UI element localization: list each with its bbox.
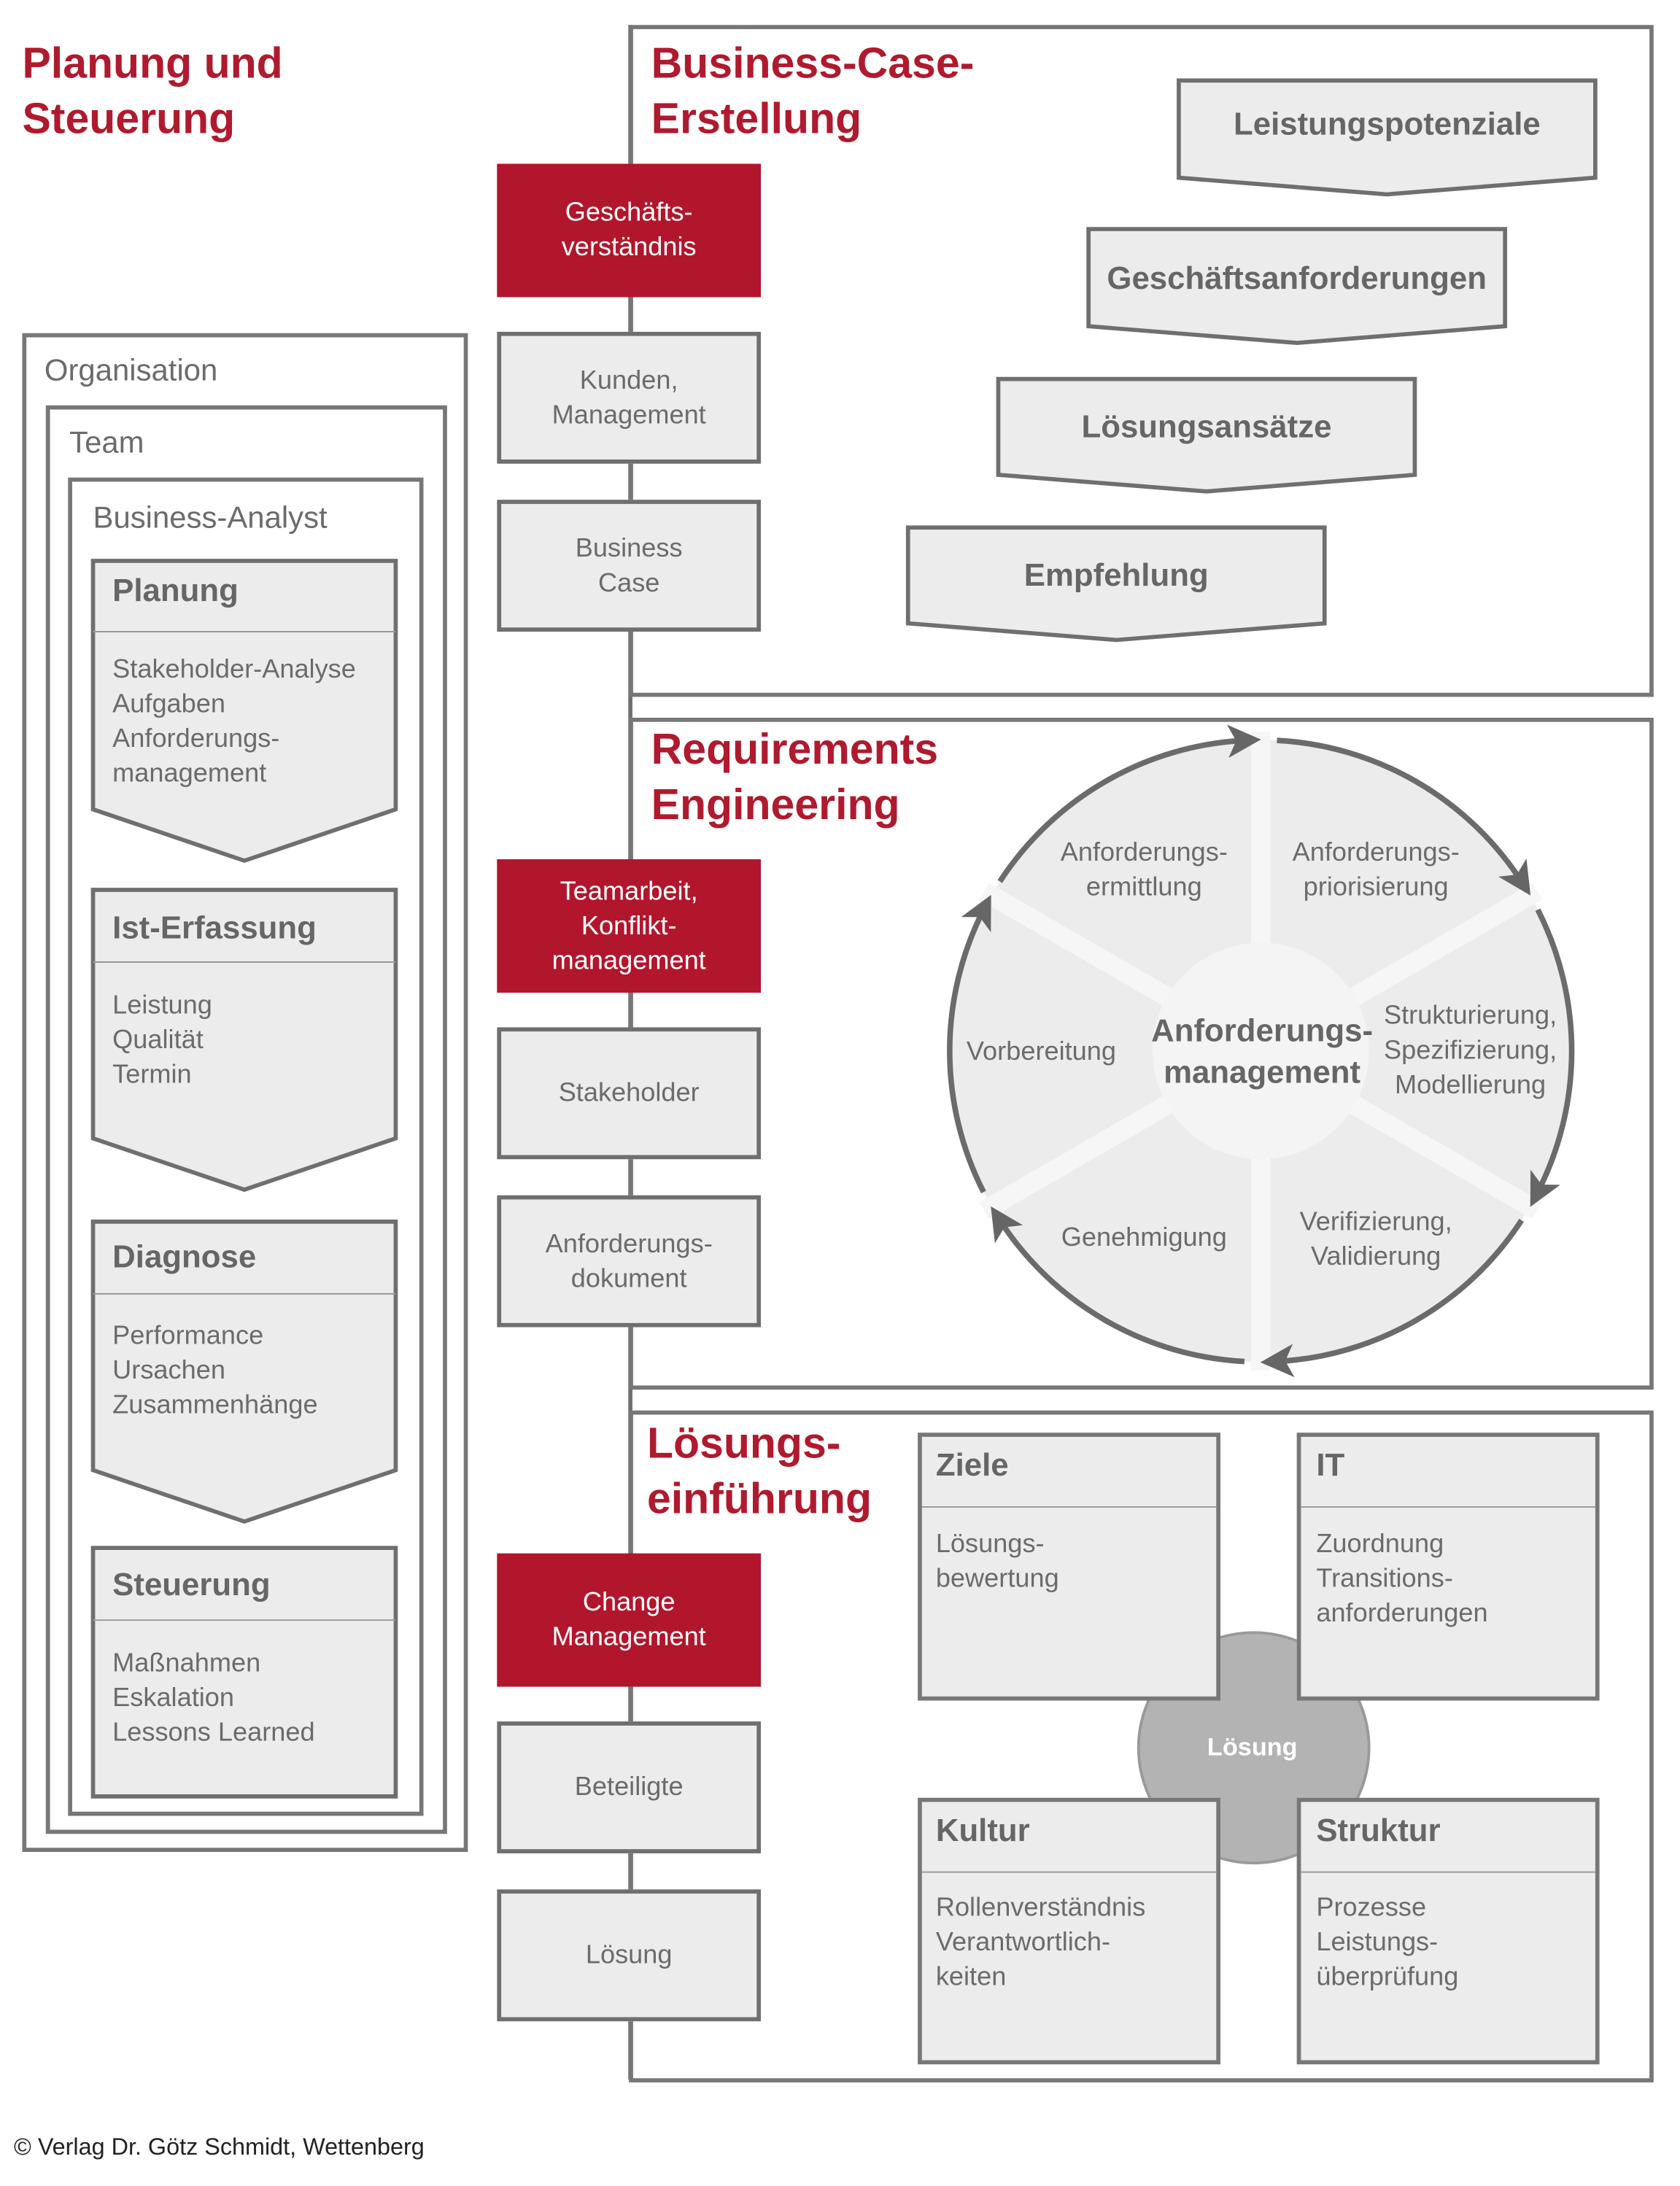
stage-card-planung — [90, 559, 398, 864]
quadrant-text: Lösungs- bewertung — [935, 1530, 1059, 1594]
bc-step: Lösungsansätze — [1081, 408, 1332, 445]
spine-item: Anforderungs- dokument — [497, 1195, 762, 1328]
quadrant-text: Prozesse Leistungs- überprüfung — [1316, 1894, 1459, 1993]
stage-title: Planung — [112, 572, 239, 608]
spine-item: Beteiligte — [497, 1721, 762, 1853]
solution-center-label: Lösung — [1207, 1733, 1298, 1761]
focus-box-geschaeftsverstaendnis: Geschäfts- verständnis — [497, 163, 762, 298]
bc-step: Leistungspotenziale — [1233, 105, 1541, 142]
quadrant-title: Struktur — [1316, 1811, 1441, 1848]
stage-card-diagnose — [90, 1220, 398, 1524]
stage-text: Maßnahmen Eskalation Lessons Learned — [112, 1649, 315, 1748]
focus-box-teamarbeit: Teamarbeit, Konflikt- management — [497, 859, 762, 993]
left-title: Planung und Steuerung — [22, 39, 283, 144]
bc-step: Geschäftsanforderungen — [1107, 259, 1487, 296]
team-frame — [45, 405, 447, 1834]
stage-text: Stakeholder-Analyse Aufgaben Anforderung… — [112, 655, 356, 789]
quadrant-struktur — [1296, 1797, 1600, 2065]
quadrant-kultur — [918, 1797, 1221, 2065]
copyright: © Verlag Dr. Götz Schmidt, Wettenberg — [14, 2133, 425, 2160]
stage-card-ist-erfassung — [90, 888, 398, 1193]
requirements-title: Requirements Engineering — [651, 724, 939, 829]
cycle-center-label: Anforderungs- management — [1151, 1012, 1374, 1090]
analyst-label: Business-Analyst — [93, 500, 328, 535]
organisation-frame — [22, 333, 468, 1853]
bc-step-2-shape — [1086, 227, 1508, 345]
quadrant-title: IT — [1316, 1446, 1345, 1483]
stage-text: Leistung Qualität Termin — [112, 991, 212, 1090]
cycle-phase: Genehmigung — [1061, 1223, 1227, 1253]
quadrant-it — [1296, 1433, 1600, 1701]
solution-title: Lösungs- einführung — [646, 1419, 872, 1523]
cycle-arrow — [997, 724, 1261, 883]
cycle-phase: Anforderungs- priorisierung — [1292, 838, 1460, 903]
stage-title: Ist-Erfassung — [112, 909, 317, 946]
cycle-arrow — [1260, 1218, 1524, 1378]
cycle-phase: Verifizierung, Validierung — [1299, 1207, 1452, 1272]
cycle-phase: Anforderungs- ermittlung — [1060, 838, 1228, 903]
cycle-center-circle — [1152, 942, 1369, 1160]
stage-title: Steuerung — [112, 1565, 271, 1602]
quadrant-text: Rollenverständnis Verantwortlich- keiten — [935, 1894, 1146, 1993]
cycle-arrow — [1277, 737, 1531, 896]
cycle-arrow — [991, 1206, 1245, 1365]
cycle-phase: Strukturierung, Spezifizierung, Modellie… — [1383, 1001, 1557, 1101]
business-case-title: Business-Case- Erstellung — [651, 36, 975, 147]
bc-step-1-shape — [1177, 78, 1598, 197]
bc-step-4-shape — [905, 525, 1327, 643]
organisation-label: Organisation — [44, 352, 218, 388]
requirements-cycle — [947, 724, 1575, 1378]
quadrant-ziele — [918, 1433, 1221, 1701]
quadrant-title: Kultur — [935, 1811, 1030, 1848]
quadrant-text: Zuordnung Transitions- anforderungen — [1316, 1530, 1488, 1629]
spine-item: Business Case — [497, 500, 762, 632]
stage-title: Diagnose — [112, 1238, 257, 1275]
cycle-phase: Vorbereitung — [966, 1037, 1117, 1067]
bc-step: Empfehlung — [1023, 557, 1209, 593]
bc-step-3-shape — [996, 376, 1417, 494]
analyst-frame — [68, 477, 424, 1816]
stage-card-steuerung — [90, 1546, 398, 1799]
cycle-arrow — [1530, 908, 1575, 1207]
stage-text: Performance Ursachen Zusammenhänge — [112, 1321, 318, 1421]
cycle-arrow — [947, 894, 991, 1194]
focus-box-change-management: Change Management — [497, 1553, 762, 1687]
spine-item: Kunden, Management — [497, 331, 762, 464]
spine-item: Stakeholder — [497, 1027, 762, 1160]
quadrant-title: Ziele — [935, 1446, 1009, 1483]
spine-item: Lösung — [497, 1889, 762, 2022]
team-label: Team — [69, 425, 144, 460]
